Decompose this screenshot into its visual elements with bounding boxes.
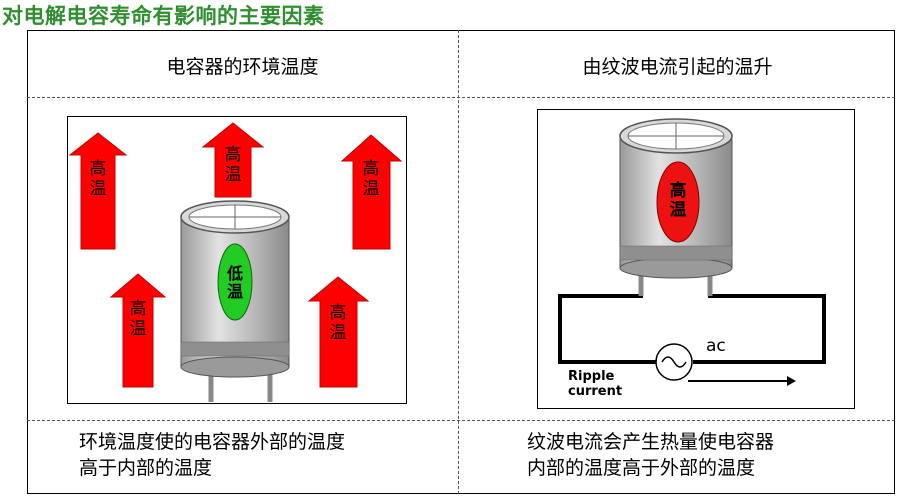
arrow-label-high-2: 高温 <box>224 145 242 185</box>
capacitor-label-low: 低温 <box>226 264 243 301</box>
arrow-label-high-3: 高温 <box>362 159 380 199</box>
caption-divider <box>27 420 895 421</box>
heat-arrow-1 <box>68 132 128 250</box>
comparison-table <box>27 30 895 494</box>
column-divider <box>458 30 459 494</box>
heat-arrow-3 <box>340 134 403 250</box>
right-caption: 纹波电流会产生热量使电容器 内部的温度高于外部的温度 <box>527 431 775 479</box>
page-title: 对电解电容寿命有影响的主要因素 <box>2 4 325 28</box>
circuit-wire <box>558 280 826 364</box>
left-caption: 环境温度使的电容器外部的温度 高于内部的温度 <box>79 431 346 479</box>
ambient-temperature-svg <box>68 122 403 402</box>
heat-arrow-2 <box>201 122 265 198</box>
capacitor-label-high: 高温 <box>669 181 687 220</box>
current-direction-arrow <box>688 376 796 386</box>
heat-arrow-5 <box>307 276 370 388</box>
heat-arrow-4 <box>109 273 167 388</box>
ac-source-icon <box>655 343 693 381</box>
capacitor-right <box>619 118 733 296</box>
header-divider <box>27 97 895 98</box>
capacitor-left <box>180 200 290 402</box>
arrow-label-high-1: 高温 <box>89 159 107 199</box>
right-header: 由纹波电流引起的温升 <box>582 56 773 78</box>
arrow-label-high-5: 高温 <box>329 303 347 343</box>
ripple-current-svg <box>558 118 826 386</box>
left-header: 电容器的环境温度 <box>166 56 319 78</box>
ambient-temperature-diagram: 高温 高温 高温 高温 高温 低温 <box>67 116 407 404</box>
ac-source-label: ac <box>706 336 726 356</box>
arrow-label-high-4: 高温 <box>129 299 147 339</box>
